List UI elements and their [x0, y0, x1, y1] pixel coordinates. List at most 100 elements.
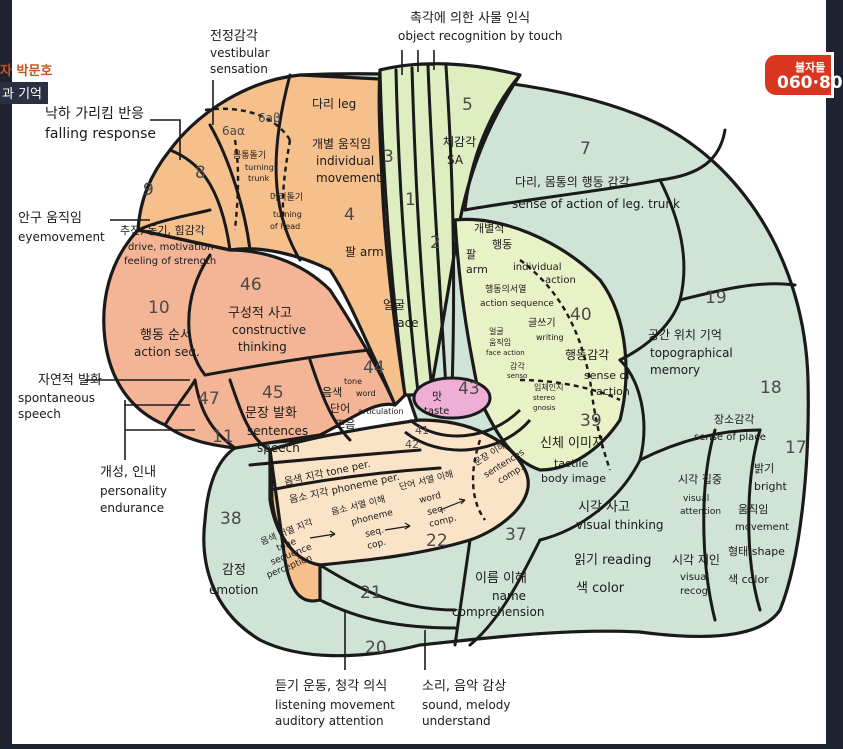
broadcast-caption: 자 박문호 과 기억 — [0, 60, 70, 108]
lbl-phonseq-en2: seq. — [364, 526, 385, 540]
lbl-actseq2-ko: 행동의서열 — [485, 283, 526, 295]
lbl-turntrunk-en2: trunk — [248, 174, 270, 183]
lbl-topo-ko: 공간 위치 기억 — [648, 328, 722, 342]
lbl-faceact-en: face action — [486, 349, 525, 357]
lbl-move-ko: 움직임 — [738, 503, 768, 516]
svg-text:색 color: 색 color — [576, 581, 625, 596]
lbl-visthink-en: visual thinking — [576, 518, 664, 532]
lbl-phonseq-en3: cop. — [366, 538, 387, 552]
lbl-actseq-en: action seq. — [134, 345, 200, 359]
callout-spont-en1: spontaneous — [18, 391, 95, 405]
callout-spont-ko: 자연적 발화 — [38, 373, 102, 388]
lbl-leg-ko: 다리 — [312, 97, 334, 111]
lbl-drive-en1: drive, motivation — [128, 242, 213, 253]
svg-text:팔 arm: 팔 arm — [345, 245, 384, 259]
num-4: 4 — [344, 205, 355, 225]
lbl-word-ko: 단어 — [330, 402, 350, 415]
lbl-face-ko: 얼굴 — [383, 298, 405, 312]
lbl-turnhead-ko: 머리돌기 — [270, 192, 303, 203]
callout-touch-en: object recognition by touch — [398, 29, 563, 43]
num-8: 8 — [195, 163, 206, 183]
lbl-arm-ko: 팔 — [345, 245, 356, 259]
lbl-name-en2: comprehension — [452, 605, 544, 619]
lbl-sentsp-en1: sentences — [247, 424, 308, 438]
callout-sound-en1: sound, melody — [422, 698, 511, 712]
num-21: 21 — [360, 583, 382, 603]
lbl-ind-act-en2: action — [545, 275, 576, 286]
lbl-bright-ko: 밝기 — [754, 462, 774, 475]
lbl-color2-ko: 색 — [728, 573, 738, 586]
num-17: 17 — [785, 438, 807, 458]
svg-text:형태 shape: 형태 shape — [728, 545, 785, 558]
lbl-arm-en: arm — [360, 245, 384, 259]
lbl-reading-ko: 읽기 — [574, 553, 598, 568]
callout-sound-en2: understand — [422, 714, 491, 728]
num-1: 1 — [405, 190, 416, 210]
lbl-visrecog-en1: visual — [680, 572, 709, 583]
lbl-color-ko: 색 — [576, 581, 588, 596]
lbl-indmove-en2: movement — [316, 171, 381, 185]
lbl-taste-en: taste — [424, 406, 449, 417]
num-46: 46 — [240, 275, 262, 295]
lbl-color2-en: color — [742, 573, 770, 586]
lbl-senseact-en1: sense of — [584, 369, 631, 382]
callout-listen-ko: 듣기 운동, 청각 의식 — [275, 679, 387, 694]
lbl-artic-ko: 조음 — [335, 418, 355, 431]
num-47: 47 — [198, 389, 220, 409]
phone-badge: 불자들 060·80 — [762, 52, 843, 98]
num-45: 45 — [262, 383, 284, 403]
lbl-taste-ko: 맛 — [432, 390, 442, 403]
lbl-body-ko: 신체 이미지 — [540, 436, 604, 451]
lbl-turntrunk-en1: turning — [245, 163, 274, 172]
lbl-indmove-ko: 개별 움직임 — [312, 137, 371, 151]
lbl-topo-en1: topographical — [650, 346, 733, 360]
lbl-turnhead-en2: of head — [270, 222, 300, 231]
lbl-actseq2-en: action sequence — [480, 299, 554, 309]
taste-region — [412, 376, 492, 420]
lbl-visattn-en1: visual — [683, 494, 709, 504]
caption-name: 자 박문호 — [0, 64, 53, 79]
num-43: 43 — [458, 379, 480, 399]
callout-eyemove-en: eyemovement — [18, 230, 105, 244]
lbl-tone-ko: 음색 — [322, 386, 342, 399]
lbl-body-en2: body image — [541, 472, 606, 485]
num-20: 20 — [365, 638, 387, 658]
lbl-ind-arm-en: arm — [466, 263, 488, 276]
num-2: 2 — [430, 233, 441, 253]
svg-text:읽기 reading: 읽기 reading — [574, 553, 651, 568]
lbl-constr-ko: 구성적 사고 — [228, 306, 292, 321]
lbl-stereo-en1: stereo — [533, 394, 555, 402]
lbl-turnhead-en1: turning — [273, 210, 302, 219]
lbl-face-en: face — [393, 316, 419, 330]
callout-listen-en1: listening movement — [275, 698, 395, 712]
svg-text:다리 leg: 다리 leg — [312, 97, 356, 111]
num-6ab: 6aβ — [258, 111, 281, 125]
lbl-sense-ko: 감각 — [510, 361, 525, 371]
num-22: 22 — [426, 531, 448, 551]
lbl-color-en: color — [592, 581, 625, 596]
badge-number: 060·80 — [777, 73, 843, 93]
lbl-visthink-ko: 시각 사고 — [578, 500, 630, 515]
lbl-emotion-en: emotion — [209, 583, 258, 597]
lbl-sentsp-en2: speech — [257, 441, 300, 455]
num-18: 18 — [760, 378, 782, 398]
callout-listen-en2: auditory attention — [275, 714, 384, 728]
callout-spont-en2: speech — [18, 407, 61, 421]
lbl-move-en: movement — [735, 522, 789, 533]
lbl-visrecog-ko: 시각 재인 — [672, 553, 720, 567]
lbl-tone-en: tone — [344, 377, 362, 386]
lbl-shape-en: shape — [752, 545, 785, 558]
caption-topic: 과 기억 — [0, 82, 49, 104]
num-40: 40 — [570, 305, 592, 325]
lbl-stereo-ko: 입체인지 — [534, 382, 563, 392]
callout-person-ko: 개성, 인내 — [100, 465, 156, 480]
lbl-actseq-ko: 행동 순서 — [140, 327, 192, 343]
lbl-sa-ko: 체감각 — [443, 135, 476, 149]
callout-vestibular-en1: vestibular — [210, 46, 270, 60]
badge-top: 불자들 — [795, 61, 826, 74]
region-yellowgreen — [453, 217, 628, 472]
num-10: 10 — [148, 298, 170, 318]
lbl-artic-en: articulation — [358, 407, 403, 416]
callout-vestibular-ko: 전정감각 — [210, 29, 258, 44]
